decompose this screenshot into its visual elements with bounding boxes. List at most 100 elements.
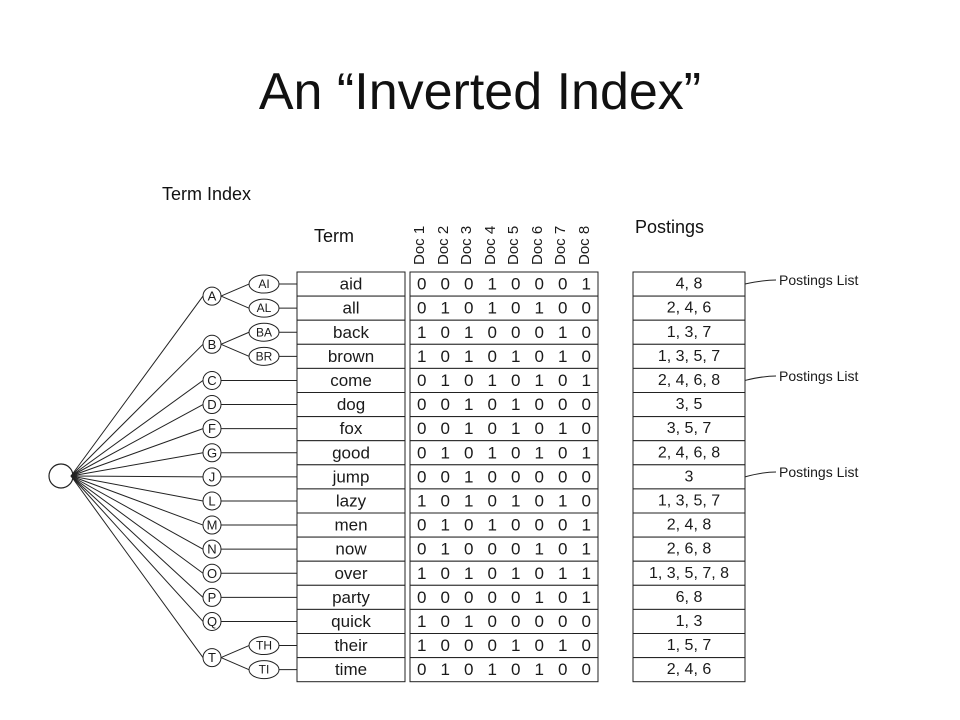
bit-value: 0 <box>558 588 567 607</box>
bit-vector-cell <box>409 343 599 369</box>
bit-value: 1 <box>464 564 473 583</box>
postings-cell <box>632 416 746 442</box>
bit-value: 1 <box>582 443 591 462</box>
term-cell <box>296 440 406 466</box>
bit-value: 0 <box>464 540 473 559</box>
bit-value: 1 <box>582 516 591 535</box>
bit-value: 1 <box>488 299 497 318</box>
bit-vector-cell <box>409 608 599 635</box>
bit-value: 0 <box>417 371 426 390</box>
bit-value: 1 <box>464 347 473 366</box>
bit-value: 1 <box>488 371 497 390</box>
bit-value: 0 <box>582 612 591 631</box>
postings-cell <box>632 295 746 321</box>
tree-edge <box>70 475 204 574</box>
bit-value: 0 <box>582 419 591 438</box>
tree-edge <box>70 475 204 550</box>
term-cell <box>296 488 406 514</box>
postings-value: 1, 5, 7 <box>667 637 712 654</box>
tree-edge <box>70 428 204 477</box>
bit-value: 0 <box>464 443 473 462</box>
tree-edge <box>70 475 204 658</box>
bit-value: 1 <box>417 636 426 655</box>
bit-value: 1 <box>464 395 473 414</box>
postings-cell <box>632 488 746 514</box>
term-label: all <box>342 299 359 318</box>
bit-value: 0 <box>417 588 426 607</box>
tree-edge <box>220 295 250 309</box>
bit-value: 0 <box>417 299 426 318</box>
term-label: brown <box>328 347 374 366</box>
bit-value: 0 <box>582 636 591 655</box>
tree-edge <box>220 657 250 671</box>
bit-value: 0 <box>441 636 450 655</box>
bit-value: 0 <box>535 419 544 438</box>
term-label: party <box>332 588 370 607</box>
tree-node-label: J <box>209 469 216 484</box>
bit-value: 1 <box>535 443 544 462</box>
postings-value: 1, 3 <box>676 613 703 630</box>
callout-line <box>744 279 777 285</box>
postings-value: 1, 3, 5, 7 <box>658 492 720 509</box>
callout-line <box>744 471 777 478</box>
bit-value: 0 <box>441 347 450 366</box>
tree-node-label: F <box>208 421 216 436</box>
bit-vector-cell <box>409 416 599 442</box>
term-label: fox <box>340 419 363 438</box>
bit-value: 0 <box>488 395 497 414</box>
postings-cell <box>632 657 746 683</box>
bit-value: 0 <box>464 371 473 390</box>
bit-value: 0 <box>488 467 497 486</box>
tree-edge <box>70 475 204 478</box>
bit-value: 1 <box>535 660 544 679</box>
bit-value: 0 <box>417 419 426 438</box>
callout-line <box>744 375 777 381</box>
postings-value: 2, 4, 6, 8 <box>658 372 720 389</box>
bit-value: 0 <box>582 347 591 366</box>
bit-value: 0 <box>582 467 591 486</box>
term-column-header: Term <box>314 226 354 246</box>
tree-edge <box>220 331 250 345</box>
bit-value: 1 <box>558 419 567 438</box>
bit-value: 1 <box>488 660 497 679</box>
bit-value: 0 <box>558 467 567 486</box>
term-cell <box>296 657 406 683</box>
bit-value: 1 <box>464 467 473 486</box>
term-label: men <box>334 516 367 535</box>
bit-value: 1 <box>511 636 520 655</box>
slide-title: An “Inverted Index” <box>258 63 702 121</box>
bit-vector-cell <box>409 440 599 466</box>
bit-value: 1 <box>535 371 544 390</box>
bit-value: 0 <box>511 371 520 390</box>
tree-edge <box>70 295 204 477</box>
tree-edge <box>70 343 204 477</box>
bit-vector-cell <box>409 271 599 297</box>
bit-vector-cell <box>409 657 599 683</box>
bit-value: 0 <box>441 588 450 607</box>
bit-value: 1 <box>511 395 520 414</box>
term-label: lazy <box>336 491 367 510</box>
postings-cell <box>632 464 746 490</box>
tree-node-label: O <box>207 566 217 581</box>
bit-value: 1 <box>417 347 426 366</box>
postings-list-callout: Postings List <box>779 464 858 480</box>
tree-edge <box>70 452 204 477</box>
bit-value: 0 <box>558 516 567 535</box>
bit-value: 1 <box>511 347 520 366</box>
postings-cell <box>632 319 746 345</box>
tree-edge <box>220 343 250 357</box>
postings-value: 1, 3, 7 <box>667 324 712 341</box>
bit-value: 1 <box>511 564 520 583</box>
bit-value: 0 <box>582 323 591 342</box>
postings-list-callout: Postings List <box>779 272 858 288</box>
bit-value: 1 <box>582 275 591 294</box>
bit-value: 1 <box>417 491 426 510</box>
postings-value: 1, 3, 5, 7 <box>658 348 720 365</box>
bit-value: 0 <box>488 347 497 366</box>
bit-value: 0 <box>558 443 567 462</box>
bit-value: 0 <box>535 612 544 631</box>
postings-cell <box>632 560 746 586</box>
bit-value: 0 <box>535 323 544 342</box>
bit-value: 0 <box>464 636 473 655</box>
